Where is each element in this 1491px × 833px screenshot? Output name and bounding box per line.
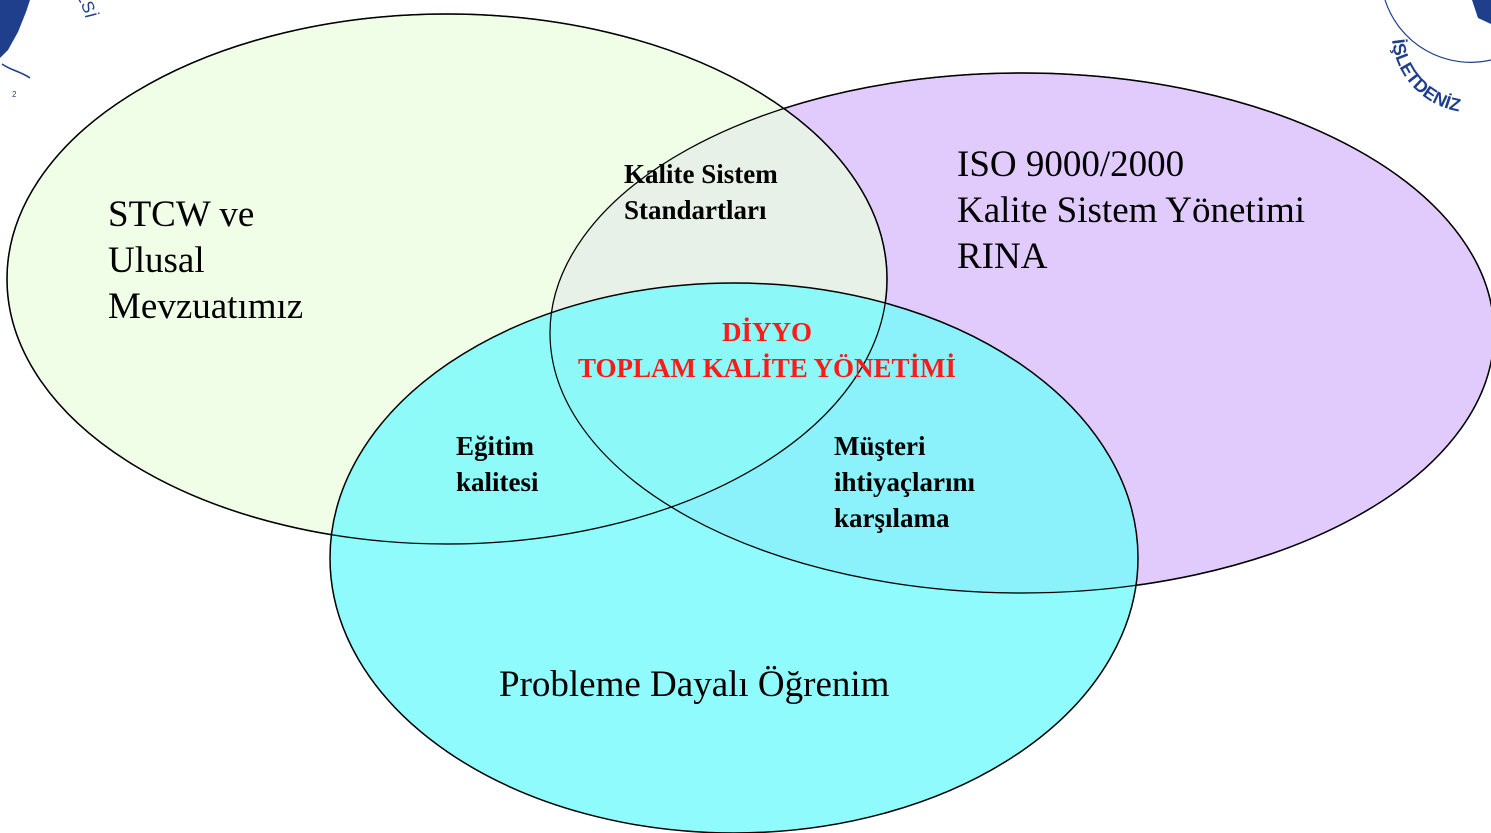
education-quality-line-2: kalitesi	[456, 467, 539, 497]
maritime-logo-right: İŞLETDENİZ	[1384, 0, 1491, 115]
center-line-2: TOPLAM KALİTE YÖNETİMİ	[577, 353, 957, 383]
quality-standards-line-1: Kalite Sistem	[624, 159, 778, 189]
quality-standards-line-2: Standartları	[624, 195, 767, 225]
customer-needs-line-1: Müşteri	[834, 431, 926, 461]
customer-needs-line-3: karşılama	[834, 503, 950, 533]
iso-line-3: RINA	[957, 236, 1048, 277]
iso-label: ISO 9000/2000 Kalite Sistem Yönetimi RIN…	[957, 142, 1305, 280]
university-logo-left: 2 RSİTESİ	[0, 0, 100, 99]
iso-line-2: Kalite Sistem Yönetimi	[957, 190, 1306, 231]
customer-needs-label: Müşteri ihtiyaçlarını karşılama	[834, 428, 975, 536]
quality-standards-label: Kalite Sistem Standartları	[624, 156, 778, 228]
svg-text:2: 2	[12, 90, 17, 99]
iso-line-1: ISO 9000/2000	[957, 144, 1185, 185]
legislation-label: STCW ve Ulusal Mevzuatımız	[108, 192, 303, 330]
education-quality-label: Eğitim kalitesi	[456, 428, 539, 500]
customer-needs-line-2: ihtiyaçlarını	[834, 467, 975, 497]
logo-left-text: RSİTESİ	[43, 0, 100, 20]
circle-pbl	[329, 282, 1139, 833]
pbl-label-text: Probleme Dayalı Öğrenim	[499, 664, 890, 705]
legislation-line-2: Ulusal	[108, 240, 205, 281]
pbl-label: Probleme Dayalı Öğrenim	[499, 662, 889, 708]
legislation-line-3: Mevzuatımız	[108, 286, 304, 327]
center-line-1: DİYYO	[721, 317, 812, 347]
legislation-line-1: STCW ve	[108, 194, 255, 235]
education-quality-line-1: Eğitim	[456, 431, 534, 461]
center-label: DİYYO TOPLAM KALİTE YÖNETİMİ	[500, 314, 1034, 386]
